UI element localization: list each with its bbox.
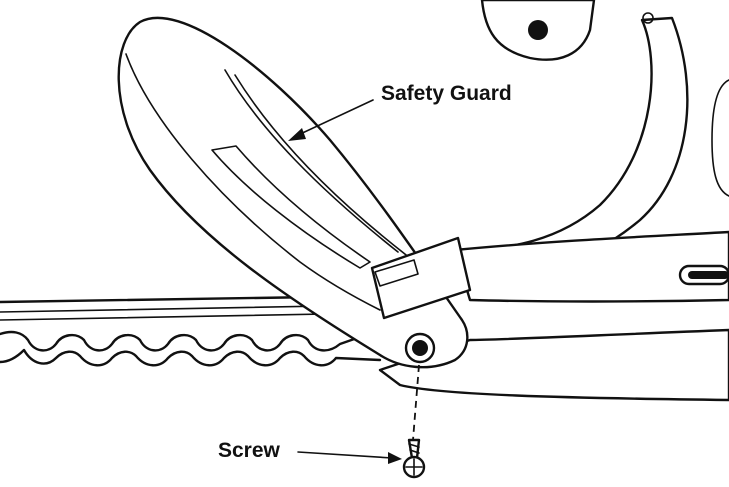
screw-assembly <box>402 364 426 479</box>
callout-safety-guard: Safety Guard <box>288 82 512 141</box>
safety-guard-label: Safety Guard <box>381 82 512 105</box>
safety-guard-leader <box>295 99 374 137</box>
handle-pin <box>642 12 654 24</box>
blade-teeth-upper <box>0 328 382 352</box>
screw-label: Screw <box>218 439 281 462</box>
side-window <box>711 79 729 197</box>
vent-slot-inner <box>688 271 729 279</box>
safety-guard-arrowhead <box>288 128 306 141</box>
callout-screw: Screw <box>218 439 402 464</box>
safety-guard-slot <box>211 145 371 269</box>
trimmer-body <box>378 0 729 402</box>
safety-guard-rib-1 <box>224 69 399 253</box>
screw-leader <box>297 451 393 459</box>
guard-mount-tab <box>374 259 419 287</box>
safety-guard-inner-curve <box>125 53 381 311</box>
top-knob <box>528 20 548 40</box>
screw-thread <box>408 443 420 454</box>
guard-mount-edge <box>457 237 471 291</box>
screw-insertion-line <box>412 364 420 441</box>
screw-arrowhead <box>388 452 402 464</box>
screw-phillips-cross <box>405 458 423 476</box>
safety-guard-rib-2 <box>234 74 411 259</box>
screw-shank <box>407 438 421 460</box>
safety-guard <box>117 16 472 369</box>
screw-hole <box>412 340 428 356</box>
lower-housing <box>453 230 729 303</box>
blade-teeth-lower <box>0 348 382 367</box>
